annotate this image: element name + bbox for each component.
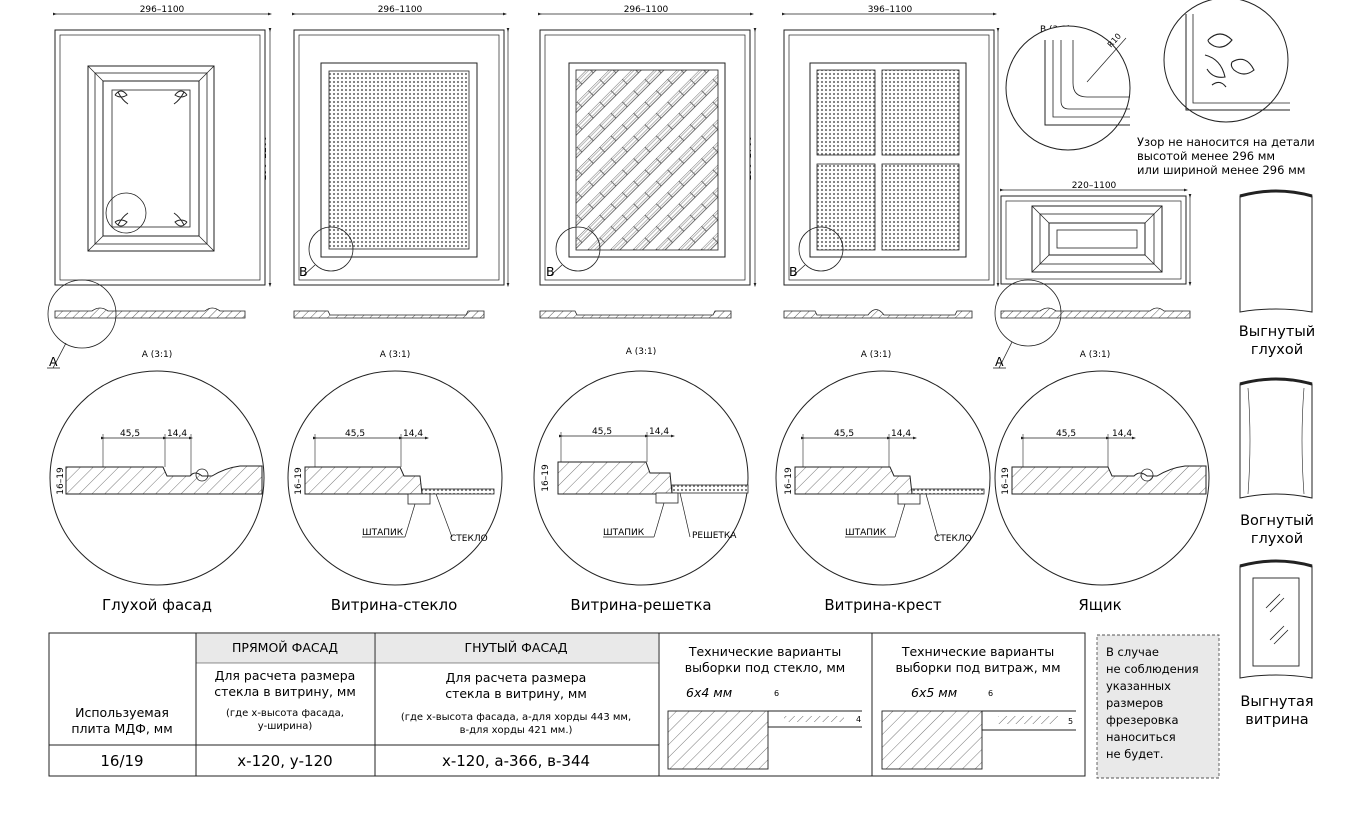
profile-dim-t: 16–19 bbox=[541, 464, 551, 492]
side-label-2b: глухой bbox=[1251, 531, 1303, 547]
profile-title: A (3:1) bbox=[1080, 350, 1111, 360]
profile-title: A (3:1) bbox=[861, 350, 892, 360]
pattern-note: Узор не наносится на детали высотой мене… bbox=[1137, 135, 1318, 177]
front-solid-width: 296–1100 bbox=[140, 5, 185, 15]
profile-dim-b: 14,4 bbox=[649, 427, 669, 437]
profile-detail-4: A (3:1) 45,5 14,4 16–19 ШТАПИК СТЕКЛО bbox=[775, 350, 991, 586]
front-lattice-width: 296–1100 bbox=[624, 5, 669, 15]
profile-detail-2: A (3:1) 45,5 14,4 16–19 ШТАПИК СТЕКЛО bbox=[287, 350, 503, 586]
profile-dim-b: 14,4 bbox=[891, 429, 911, 439]
straight-note-2: у-ширина) bbox=[258, 721, 313, 732]
side-convex-glass: Выгнутая витрина bbox=[1239, 559, 1314, 728]
side-convex-solid: Выгнутый глухой bbox=[1239, 189, 1315, 358]
front-cross: 396–1100 396–2200 B Витрина-крест bbox=[781, 5, 1000, 614]
side-label-3a: Выгнутая bbox=[1240, 694, 1313, 710]
side-label-1a: Выгнутый bbox=[1239, 324, 1315, 340]
front-solid-mark: A bbox=[49, 354, 58, 369]
tech1-title-1: Технические варианты bbox=[688, 644, 841, 659]
front-solid: 296–1100 296–2200 A Глухой фасад bbox=[47, 5, 273, 614]
bent-desc-1: Для расчета размера bbox=[446, 670, 587, 685]
profile-title: A (3:1) bbox=[142, 350, 173, 360]
profile-dim-t: 16–19 bbox=[56, 467, 66, 495]
tech2-size: 6х5 мм bbox=[911, 685, 957, 700]
detail-b: B (3:1) R10 Узор не наносится на детали … bbox=[1005, 0, 1318, 177]
straight-desc-2: стекла в витрину, мм bbox=[214, 684, 356, 699]
profile-dim-t: 16–19 bbox=[1001, 467, 1011, 495]
ornament-icon bbox=[114, 90, 188, 227]
label-bead: ШТАПИК bbox=[603, 528, 645, 538]
warning-note: В случае не соблюдения указанных размеро… bbox=[1096, 634, 1220, 779]
label-bead: ШТАПИК bbox=[362, 528, 404, 538]
detail-b-radius: R10 bbox=[1106, 32, 1123, 50]
side-profiles: Выгнутый глухой Вогнутый глухой Выгнутая… bbox=[1239, 189, 1315, 728]
profile-dim-b: 14,4 bbox=[1112, 429, 1132, 439]
profile-dim-a: 45,5 bbox=[345, 429, 365, 439]
profile-detail-5: A (3:1) 45,5 14,4 16–19 bbox=[994, 350, 1210, 586]
plate-value: 16/19 bbox=[100, 752, 143, 770]
straight-header: ПРЯМОЙ ФАСАД bbox=[232, 640, 338, 655]
tech1-size: 6х4 мм bbox=[686, 685, 732, 700]
tech2-w: 6 bbox=[988, 689, 993, 698]
label-lattice: РЕШЕТКА bbox=[692, 531, 737, 541]
label-glass: СТЕКЛО bbox=[450, 534, 488, 544]
tech1-w: 6 bbox=[774, 689, 779, 698]
straight-desc-1: Для расчета размера bbox=[215, 668, 356, 683]
front-glass-caption: Витрина-стекло bbox=[331, 596, 458, 614]
profile-details: A (3:1) 45,5 14,4 16–19 A (3:1) 45,5 bbox=[49, 347, 1210, 586]
side-label-2a: Вогнутый bbox=[1240, 513, 1314, 529]
warning-text: В случае не соблюдения указанных размеро… bbox=[1106, 645, 1202, 761]
tech2-h: 5 bbox=[1068, 717, 1073, 726]
straight-note-1: (где х-высота фасада, bbox=[226, 708, 344, 719]
front-cross-caption: Витрина-крест bbox=[824, 596, 942, 614]
front-glass: 296–1100 296–2200 B Витрина-стекло bbox=[291, 5, 510, 614]
profile-dim-t: 16–19 bbox=[294, 467, 304, 495]
profile-title: A (3:1) bbox=[626, 347, 657, 357]
ornament-icon bbox=[1204, 33, 1255, 88]
profile-dim-a: 45,5 bbox=[834, 429, 854, 439]
bent-header: ГНУТЫЙ ФАСАД bbox=[465, 640, 568, 655]
front-cross-width: 396–1100 bbox=[868, 5, 913, 15]
front-drawer-width: 220–1100 bbox=[1072, 181, 1117, 191]
profile-dim-a: 45,5 bbox=[1056, 429, 1076, 439]
straight-value: х-120, у-120 bbox=[237, 752, 332, 770]
side-label-1b: глухой bbox=[1251, 342, 1303, 358]
profile-detail-3: A (3:1) 45,5 14,4 16–19 ШТАПИК РЕШЕТКА bbox=[533, 347, 749, 586]
profile-title: A (3:1) bbox=[380, 350, 411, 360]
front-glass-width: 296–1100 bbox=[378, 5, 423, 15]
front-lattice-caption: Витрина-решетка bbox=[570, 596, 711, 614]
front-drawer-caption: Ящик bbox=[1078, 596, 1121, 614]
front-lattice-mark: B bbox=[546, 264, 555, 279]
profile-dim-a: 45,5 bbox=[592, 427, 612, 437]
plate-label-1: Используемая bbox=[75, 705, 169, 720]
front-drawer: 220–1100 176–295 A Ящик bbox=[993, 181, 1192, 614]
front-drawer-mark: A bbox=[995, 354, 1004, 369]
bent-desc-2: стекла в витрину, мм bbox=[445, 686, 587, 701]
bent-note-2: в-для хорды 421 мм.) bbox=[460, 725, 573, 736]
front-lattice: 296–1100 296–1700 B Витрина-решетка bbox=[537, 5, 757, 614]
profile-dim-b: 14,4 bbox=[403, 429, 423, 439]
label-bead: ШТАПИК bbox=[845, 528, 887, 538]
tech2-title-2: выборки под витраж, мм bbox=[895, 660, 1060, 675]
front-solid-caption: Глухой фасад bbox=[102, 596, 212, 614]
bent-value: х-120, а-366, в-344 bbox=[442, 752, 590, 770]
profile-detail-1: A (3:1) 45,5 14,4 16–19 bbox=[49, 350, 265, 586]
tech1-title-2: выборки под стекло, мм bbox=[685, 660, 845, 675]
spec-table: Используемая плита МДФ, мм 16/19 ПРЯМОЙ … bbox=[48, 632, 1086, 777]
profile-dim-t: 16–19 bbox=[784, 467, 794, 495]
plate-label-2: плита МДФ, мм bbox=[71, 721, 172, 736]
front-cross-mark: B bbox=[789, 264, 798, 279]
tech1-h: 4 bbox=[856, 715, 861, 724]
profile-dim-a: 45,5 bbox=[120, 429, 140, 439]
label-glass: СТЕКЛО bbox=[934, 534, 972, 544]
front-glass-mark: B bbox=[299, 264, 308, 279]
bent-note-1: (где х-высота фасада, а-для хорды 443 мм… bbox=[401, 712, 631, 723]
side-label-3b: витрина bbox=[1245, 712, 1308, 728]
tech2-title-1: Технические варианты bbox=[901, 644, 1054, 659]
side-concave-solid: Вогнутый глухой bbox=[1239, 377, 1314, 547]
profile-dim-b: 14,4 bbox=[167, 429, 187, 439]
